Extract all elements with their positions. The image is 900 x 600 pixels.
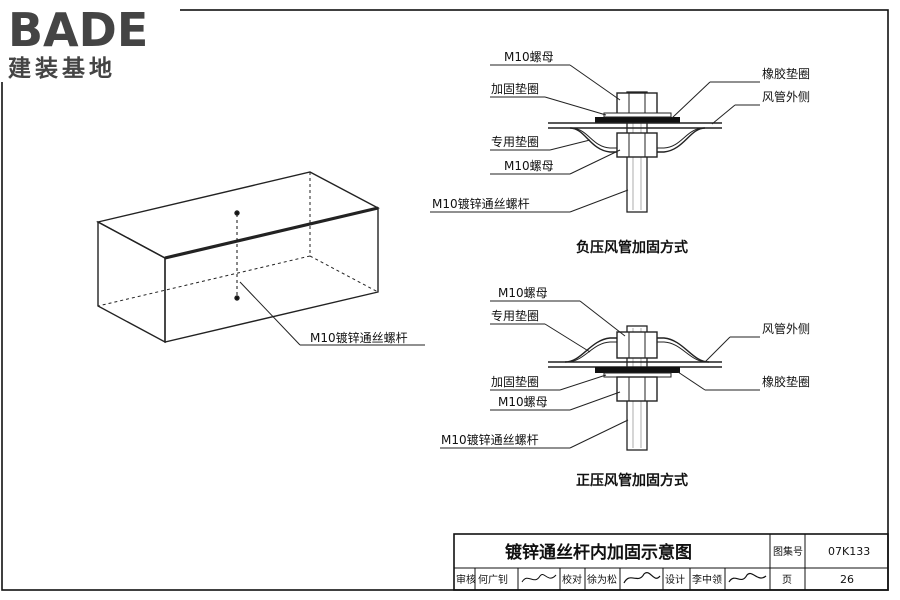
sheet-border xyxy=(1,9,889,591)
title-block-design-label: 设计 xyxy=(665,573,685,586)
logo-brand: BADE xyxy=(8,3,148,57)
neg-label-nut-top: M10螺母 xyxy=(504,50,554,64)
bade-logo: BADE 建装基地 xyxy=(0,0,180,82)
pos-label-nut-bottom: M10螺母 xyxy=(498,395,548,409)
box-hidden-edge xyxy=(309,255,379,293)
title-block-designer: 李中领 xyxy=(692,573,722,586)
neg-label-special-washer: 专用垫圈 xyxy=(491,134,539,149)
title-block-page-label: 页 xyxy=(782,574,792,586)
pos-label-reinforce-washer: 加固垫圈 xyxy=(491,374,539,389)
pos-label-rod: M10镀锌通丝螺杆 xyxy=(441,433,539,447)
logo-subtitle: 建装基地 xyxy=(8,56,116,82)
title-block-review-label: 审核 xyxy=(456,573,476,586)
pos-caption: 正压风管加固方式 xyxy=(576,472,688,489)
box-rod-label: M10镀锌通丝螺杆 xyxy=(310,331,408,345)
title-block-page-no: 26 xyxy=(840,573,854,586)
reviewer-signature xyxy=(521,574,557,583)
neg-bottom-nut xyxy=(616,132,658,158)
title-block-checker: 徐为松 xyxy=(587,573,617,586)
neg-caption: 负压风管加固方式 xyxy=(576,239,688,256)
neg-label-rubber-washer: 橡胶垫圈 xyxy=(762,66,810,81)
title-block-check-label: 校对 xyxy=(562,573,582,586)
pos-bottom-nut xyxy=(616,376,658,402)
title-block-atlas-no: 07K133 xyxy=(828,545,870,558)
duct-box-drawing xyxy=(96,171,425,346)
neg-label-reinforce-washer: 加固垫圈 xyxy=(491,81,539,96)
title-block xyxy=(453,533,889,591)
checker-signature xyxy=(623,572,661,584)
box-reinforce-edge xyxy=(164,206,379,260)
pos-rubber-washer xyxy=(595,367,680,373)
box-side-face xyxy=(164,207,379,343)
box-hidden-edge xyxy=(97,255,311,307)
box-front-face xyxy=(97,220,166,344)
title-block-reviewer: 何广钊 xyxy=(478,573,508,586)
designer-signature xyxy=(728,573,767,583)
title-block-title: 镀锌通丝杆内加固示意图 xyxy=(505,542,692,563)
pos-top-nut xyxy=(616,331,658,359)
box-rod-top-dot xyxy=(234,210,240,216)
neg-label-rod: M10镀锌通丝螺杆 xyxy=(432,197,530,211)
neg-reinforce-washer xyxy=(603,112,672,118)
pos-label-special-washer: 专用垫圈 xyxy=(491,308,539,323)
neg-label-duct-outside: 风管外侧 xyxy=(762,89,810,104)
neg-rubber-washer xyxy=(595,117,680,123)
neg-label-nut-bottom: M10螺母 xyxy=(504,159,554,173)
negative-pressure-detail xyxy=(430,64,760,213)
title-block-atlas-label: 图集号 xyxy=(773,545,803,558)
positive-pressure-detail xyxy=(440,300,760,451)
pos-label-rubber-washer: 橡胶垫圈 xyxy=(762,374,810,389)
box-rod-bottom-dot xyxy=(234,295,240,301)
leader-box-rod xyxy=(239,281,301,346)
pos-label-nut-top: M10螺母 xyxy=(498,286,548,300)
pos-label-duct-outside: 风管外侧 xyxy=(762,321,810,336)
